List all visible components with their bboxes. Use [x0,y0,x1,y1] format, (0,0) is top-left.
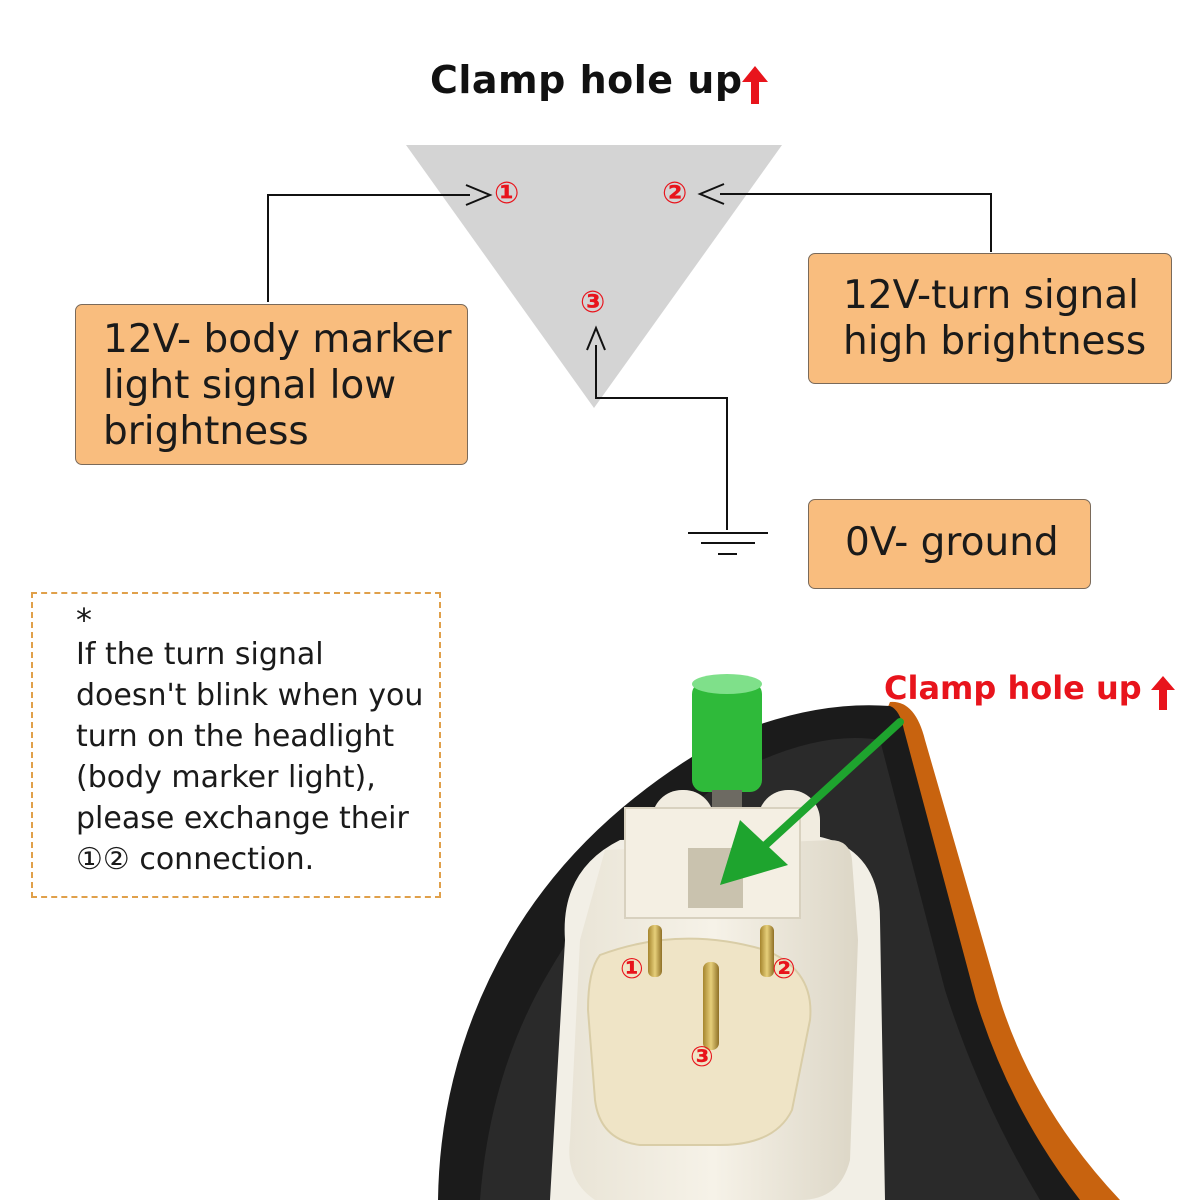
wiring-diagram [267,145,992,555]
photo-clamp-label: Clamp hole up [884,669,1142,707]
arrowhead-pin-3 [586,325,606,351]
wire-pin-2 [720,193,992,252]
ground-box: 0V- ground [808,499,1091,589]
body-marker-box: 12V- body marker light signal low bright… [75,304,468,465]
diagram-pin-label-2: ② [662,176,688,211]
photo-pin-label-3: ③ [690,1040,714,1073]
connector-photo [438,674,1120,1200]
wire-pin-1 [267,194,470,302]
up-arrow-icon [742,66,768,104]
wire-pin-3 [595,345,728,530]
photo-up-arrow-icon [1151,676,1175,710]
turn-signal-label: 12V-turn signal high brightness [843,273,1147,364]
note-text: If the turn signal doesn't blink when yo… [76,637,424,877]
diagram-title: Clamp hole up [430,58,743,102]
diagram-pin-label-1: ① [494,176,520,211]
note-box: * If the turn signal doesn't blink when … [31,592,441,898]
turn-signal-box: 12V-turn signal high brightness [808,253,1172,384]
green-pointer-arrow-icon [720,718,904,885]
note-star: * [76,601,92,639]
arrowhead-pin-1 [465,184,493,206]
photo-pin-label-2: ② [772,952,796,985]
connector-triangle [406,145,782,408]
photo-pin-label-1: ① [620,952,644,985]
ground-label: 0V- ground [845,520,1059,565]
arrowhead-pin-2 [697,183,725,205]
ground-symbol-icon [688,532,768,555]
body-marker-label: 12V- body marker light signal low bright… [103,317,452,454]
diagram-pin-label-3: ③ [580,285,606,320]
